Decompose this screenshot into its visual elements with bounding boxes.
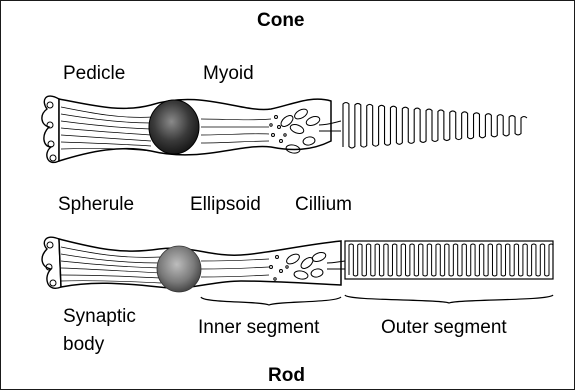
rod-nucleus — [157, 246, 201, 292]
outer-segment-brace — [345, 295, 553, 303]
rod-title: Rod — [268, 365, 305, 387]
cone-cell — [42, 96, 527, 162]
synaptic-label-line2: body — [63, 334, 104, 356]
pedicle-label: Pedicle — [63, 63, 125, 85]
ellipsoid-label: Ellipsoid — [190, 194, 261, 216]
outer-segment-label: Outer segment — [381, 317, 507, 339]
cone-pedicle — [42, 96, 59, 162]
synaptic-label-line1: Synaptic — [63, 306, 136, 328]
myoid-label: Myoid — [203, 63, 254, 85]
cone-title: Cone — [257, 10, 305, 32]
spherule-label: Spherule — [58, 194, 134, 216]
rod-cell — [42, 237, 553, 292]
inner-segment-brace — [201, 297, 341, 305]
cone-nucleus — [149, 100, 199, 154]
cillium-label: Cillium — [295, 194, 352, 216]
inner-segment-label: Inner segment — [198, 317, 319, 339]
